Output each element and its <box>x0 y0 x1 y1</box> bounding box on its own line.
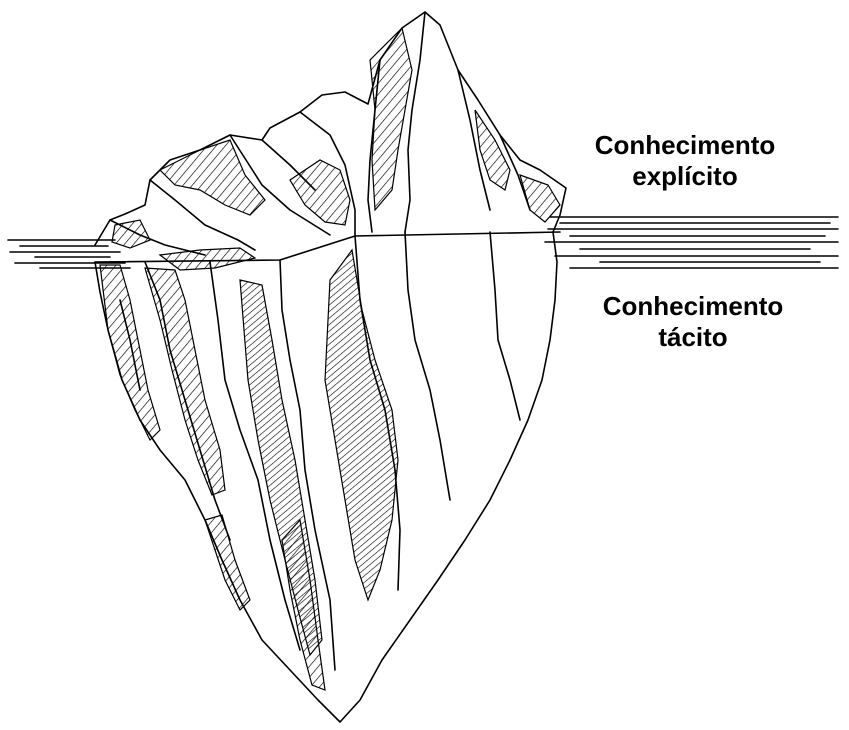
tacit-label-line1: Conhecimento <box>568 291 818 322</box>
tacit-label-line2: tácito <box>568 322 818 353</box>
tacit-knowledge-label: Conhecimento tácito <box>568 291 818 353</box>
water-surface-left <box>8 240 130 268</box>
water-surface-right <box>545 217 838 268</box>
explicit-label-line1: Conhecimento <box>560 130 810 161</box>
explicit-label-line2: explícito <box>560 161 810 192</box>
shaded-facets <box>100 28 560 690</box>
explicit-knowledge-label: Conhecimento explícito <box>560 130 810 192</box>
